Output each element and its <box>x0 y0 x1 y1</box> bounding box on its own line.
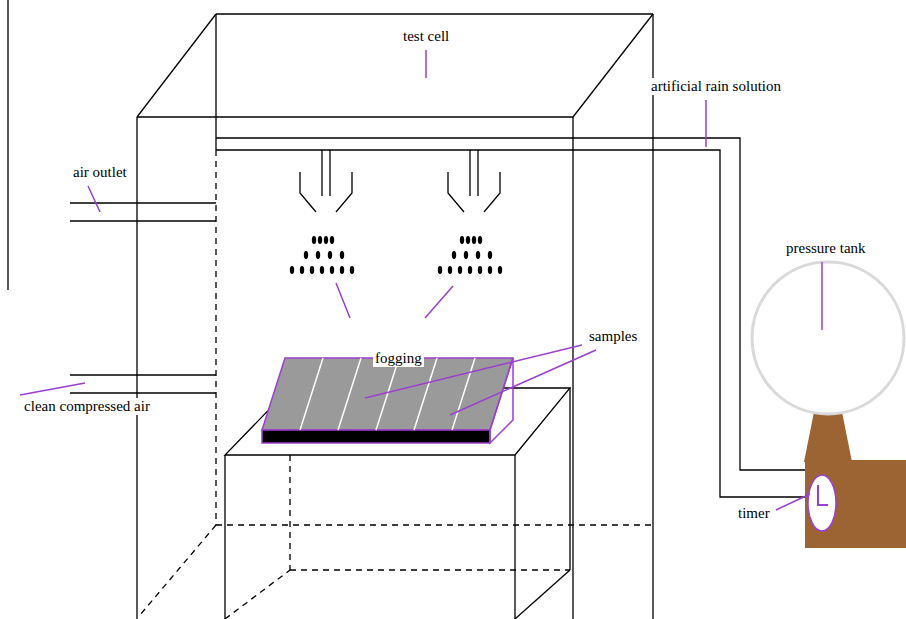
droplet <box>320 266 324 274</box>
droplet <box>498 266 502 274</box>
droplet <box>324 236 328 244</box>
droplet <box>478 236 482 244</box>
droplet <box>448 266 452 274</box>
part-label: fogging <box>373 350 424 367</box>
droplet <box>330 236 334 244</box>
droplet <box>316 251 320 259</box>
droplet <box>290 266 294 274</box>
part-label: air outlet <box>71 164 129 181</box>
droplet <box>488 266 492 274</box>
droplet <box>466 236 470 244</box>
droplet <box>452 251 456 259</box>
droplet <box>340 251 344 259</box>
droplet <box>476 251 480 259</box>
droplet <box>438 266 442 274</box>
droplet <box>458 266 462 274</box>
part-label: test cell <box>401 28 451 45</box>
droplet <box>464 251 468 259</box>
part-label: artificial rain solution <box>649 78 783 95</box>
droplet <box>350 266 354 274</box>
droplet <box>478 266 482 274</box>
droplet <box>340 266 344 274</box>
part-label: clean compressed air <box>20 398 154 415</box>
droplet <box>488 251 492 259</box>
droplet <box>312 236 316 244</box>
part-label: timer <box>736 505 772 522</box>
part-label: pressure tank <box>784 240 868 257</box>
droplet <box>468 266 472 274</box>
part-label: samples <box>587 328 639 345</box>
droplet <box>300 266 304 274</box>
droplet <box>310 266 314 274</box>
droplet <box>460 236 464 244</box>
droplet <box>328 251 332 259</box>
droplet <box>330 266 334 274</box>
droplet <box>472 236 476 244</box>
droplet <box>304 251 308 259</box>
droplet <box>318 236 322 244</box>
